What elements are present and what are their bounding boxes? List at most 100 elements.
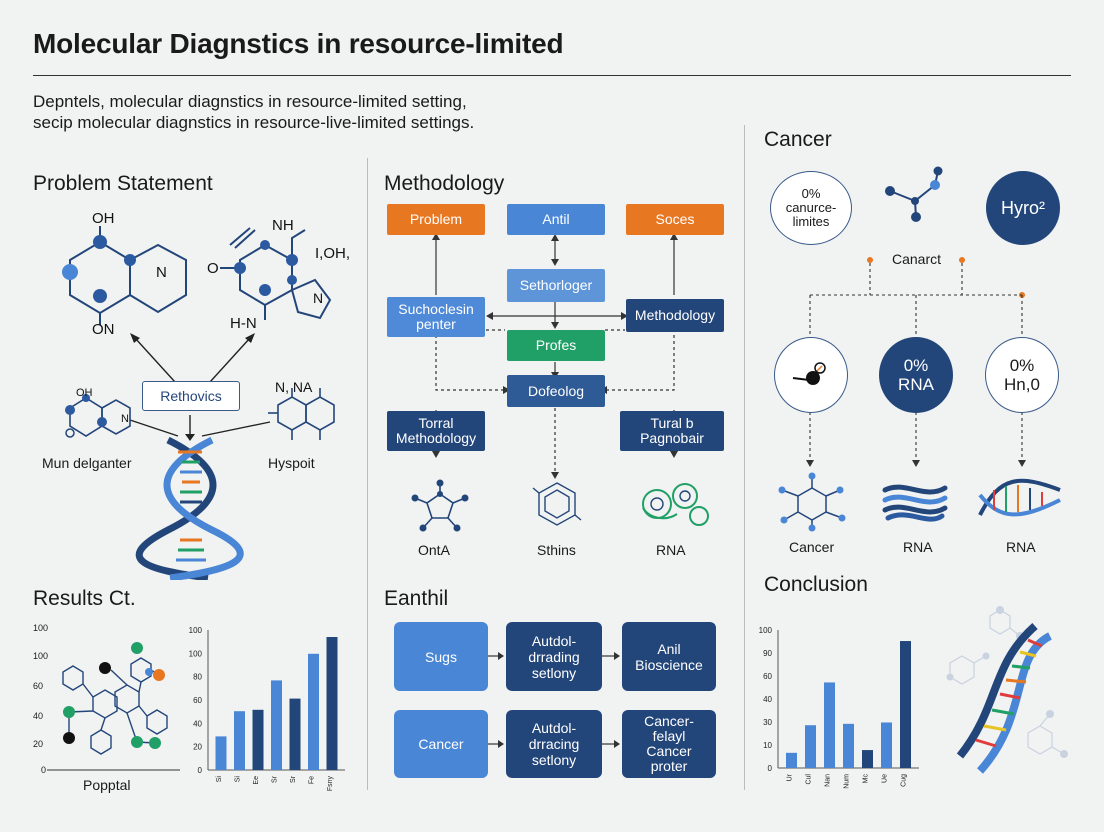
rna-structure-icon bbox=[642, 483, 709, 526]
bar bbox=[805, 725, 816, 768]
box-soces: Soces bbox=[626, 204, 724, 235]
x-tick-label: Si bbox=[216, 776, 223, 783]
autdol2-line3: setlony bbox=[531, 752, 577, 768]
circle-probe bbox=[774, 337, 848, 413]
cancer2-line2: felayl bbox=[652, 728, 686, 744]
conclusion-heading: Conclusion bbox=[764, 573, 868, 596]
circle1-line1: 0% bbox=[801, 186, 821, 201]
circle-hno-line2: Hn,0 bbox=[1004, 375, 1040, 394]
bar bbox=[289, 698, 301, 770]
problem-statement-heading: Problem Statement bbox=[33, 172, 213, 195]
box-methodology: Methodology bbox=[626, 299, 724, 332]
sthins-hexagon-icon bbox=[532, 482, 582, 526]
molecule-1-icon bbox=[69, 226, 187, 325]
suchoclesin-line-2: penter bbox=[416, 316, 456, 332]
column-divider-left bbox=[367, 158, 368, 790]
rna-ribbon-icon bbox=[882, 484, 948, 522]
circle-rna: 0% RNA bbox=[879, 337, 953, 413]
onta-molecule-icon bbox=[414, 483, 466, 529]
results-heading: Results Ct. bbox=[33, 587, 136, 610]
autdol1-line1: Autdol- bbox=[531, 632, 577, 649]
problem-diagram: OH ON N NH I,OH, O H-N N OH N bbox=[62, 210, 350, 580]
left-tick-1: 100 bbox=[33, 651, 49, 661]
y-tick-label: 60 bbox=[193, 696, 202, 705]
circle1-line3: limites bbox=[792, 214, 830, 229]
cancer-network-icon bbox=[781, 476, 843, 530]
bar bbox=[900, 641, 911, 768]
y-tick-label: 20 bbox=[193, 743, 202, 752]
bar bbox=[326, 637, 338, 770]
x-tick-label: Cug bbox=[901, 774, 908, 787]
canarct-label: Canarct bbox=[892, 251, 942, 267]
y-tick-label: 100 bbox=[189, 649, 203, 658]
bar bbox=[215, 736, 227, 770]
bar bbox=[252, 709, 264, 770]
conclusion-dna-icon bbox=[946, 606, 1068, 774]
left-tick-0: 100 bbox=[33, 623, 49, 633]
box-autdol-2: Autdol- drracing setlony bbox=[506, 710, 602, 778]
title-divider bbox=[33, 75, 1071, 76]
autdol2-line1: Autdol- bbox=[531, 720, 577, 736]
results-molecule-network bbox=[47, 642, 180, 771]
methodology-connectors bbox=[432, 233, 678, 479]
cancer2-line3: Cancer bbox=[646, 743, 692, 759]
y-tick-label: 60 bbox=[763, 672, 772, 681]
autdol1-line3: setlony bbox=[531, 664, 577, 681]
column-divider-right bbox=[744, 125, 745, 790]
bar bbox=[824, 682, 835, 768]
eanthil-connectors bbox=[488, 652, 620, 748]
x-tick-label: Nan bbox=[825, 774, 832, 787]
box-suchoclesin: Suchoclesin penter bbox=[387, 297, 485, 337]
onta-label: OntA bbox=[418, 542, 450, 558]
y-tick-label: 100 bbox=[189, 626, 203, 635]
mol2-n: N bbox=[313, 290, 323, 306]
probe-icon bbox=[792, 362, 826, 385]
hyspoit-label: Hyspoit bbox=[268, 455, 315, 471]
y-tick-label: 10 bbox=[763, 741, 772, 750]
y-tick-label: 100 bbox=[759, 626, 773, 635]
y-tick-label: 90 bbox=[763, 649, 772, 658]
bar bbox=[862, 750, 873, 768]
mun-delganter-label: Mun delganter bbox=[42, 455, 132, 471]
bar bbox=[843, 723, 854, 768]
left-tick-2: 60 bbox=[33, 681, 44, 691]
bar bbox=[271, 680, 282, 770]
circle-rna-line2: RNA bbox=[898, 375, 934, 394]
cancer-heading: Cancer bbox=[764, 128, 832, 151]
x-tick-label: Ur bbox=[787, 773, 794, 781]
box-profes: Profes bbox=[507, 330, 605, 361]
bar bbox=[881, 722, 892, 768]
rna-icon-label-1: RNA bbox=[903, 539, 933, 555]
mol3-n: N bbox=[121, 413, 129, 425]
box-antil: Antil bbox=[507, 204, 605, 235]
mol4-label: N, NA bbox=[275, 379, 313, 395]
box-autdol-1: Autdol- drrading setlony bbox=[506, 622, 602, 691]
box-sethorloger: Sethorloger bbox=[507, 269, 605, 302]
autdol1-line2: drrading bbox=[528, 648, 580, 665]
y-tick-label: 0 bbox=[768, 764, 773, 773]
x-tick-label: Cul bbox=[806, 774, 813, 785]
rna-helix-icon bbox=[978, 478, 1061, 517]
suchoclesin-line-1: Suchoclesin bbox=[398, 301, 474, 317]
circle1-line2: canurce- bbox=[785, 200, 837, 215]
box-tural-pagnobair: Tural b Pagnobair bbox=[620, 411, 724, 451]
box-cancer-proter: Cancer- felayl Cancer proter bbox=[622, 710, 716, 778]
box-anil-bioscience: Anil Bioscience bbox=[622, 622, 716, 691]
cancer-connectors bbox=[806, 257, 1026, 467]
box-sugs: Sugs bbox=[394, 622, 488, 691]
sthins-label: Sthins bbox=[537, 542, 576, 558]
rethovics-box: Rethovics bbox=[142, 381, 240, 411]
circle-hyro: Hyro² bbox=[986, 171, 1060, 245]
cancer2-line4: proter bbox=[650, 758, 688, 774]
x-tick-label: Ue bbox=[882, 774, 889, 783]
x-tick-label: Ee bbox=[253, 776, 260, 785]
cancer-icons bbox=[778, 472, 1061, 532]
circle-rna-line1: 0% bbox=[903, 356, 929, 375]
box-cancer: Cancer bbox=[394, 710, 488, 778]
x-tick-label: Si bbox=[235, 776, 242, 783]
mol1-oh: OH bbox=[92, 210, 115, 227]
y-tick-label: 40 bbox=[193, 719, 202, 728]
x-tick-label: Sr bbox=[272, 775, 279, 783]
methodology-heading: Methodology bbox=[384, 172, 505, 195]
